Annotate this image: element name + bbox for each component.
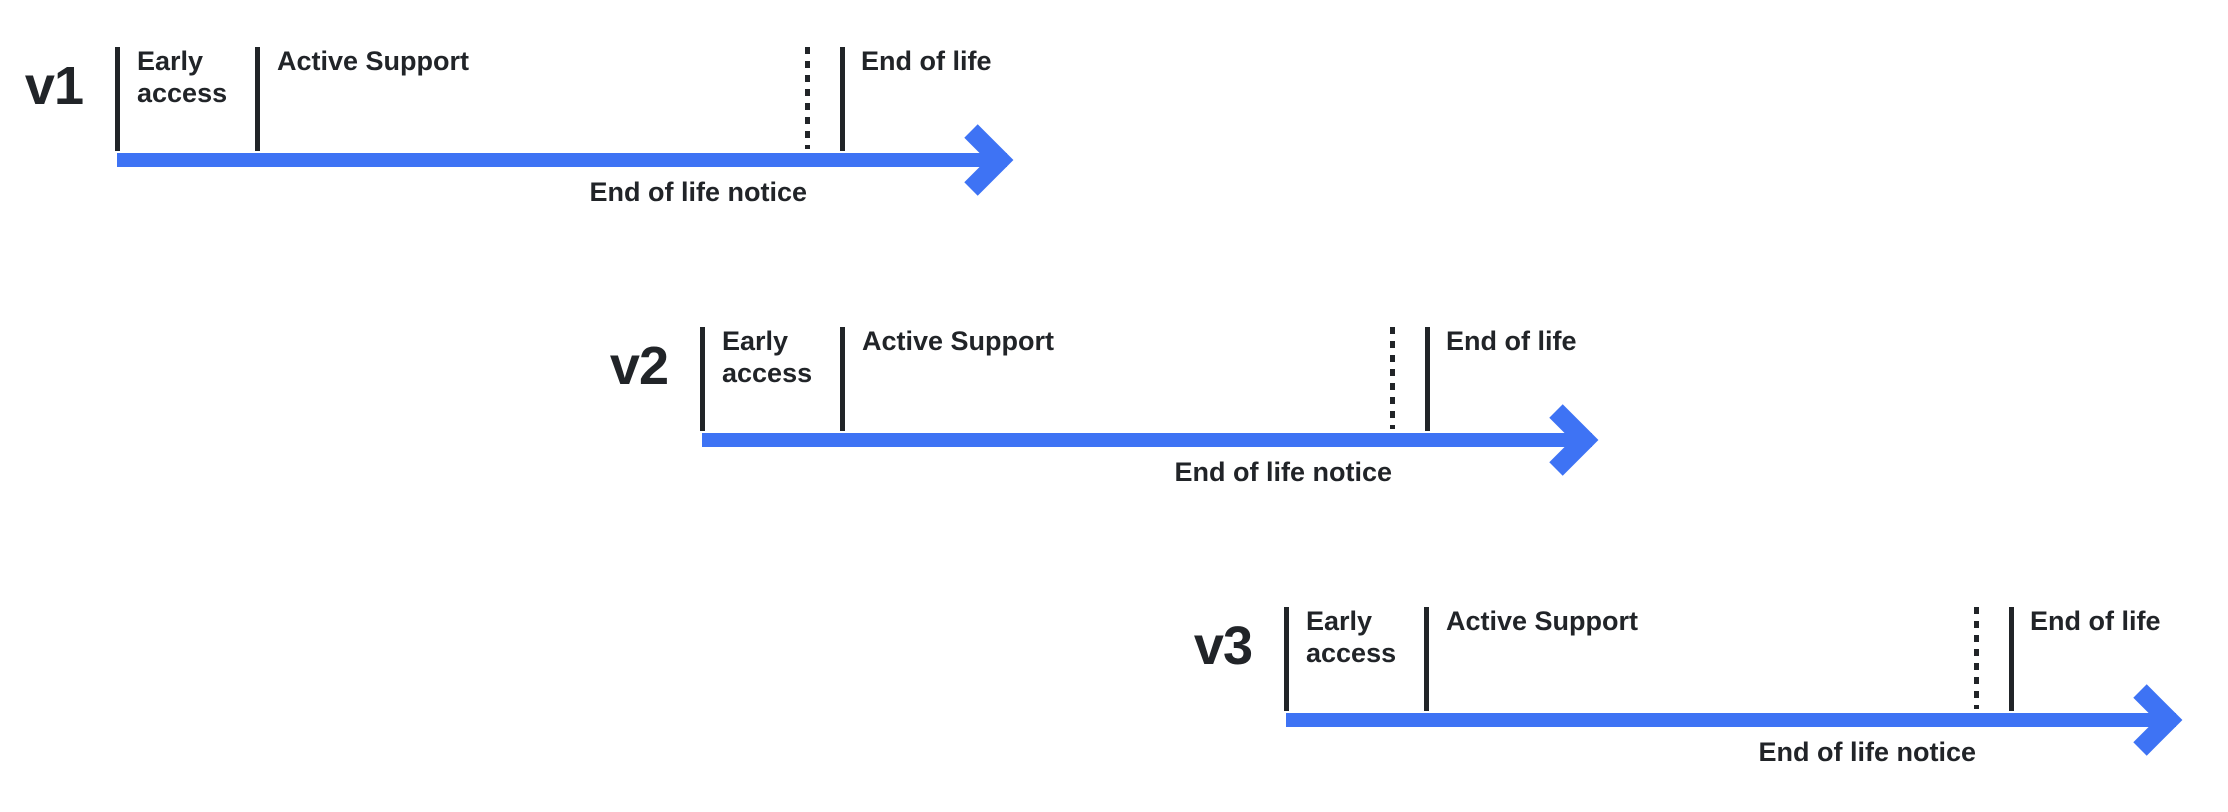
- eol-notice-dashed-tick: [805, 47, 810, 149]
- early-access-end-tick: [840, 327, 845, 431]
- eol-notice-label: End of life notice: [1174, 457, 1392, 487]
- end-of-life-tick: [1425, 327, 1430, 431]
- arrow-shaft: [1286, 713, 2176, 727]
- eol-notice-label: End of life notice: [1758, 737, 1976, 767]
- version-label: v2: [609, 336, 669, 396]
- timeline-arrow: [702, 404, 1599, 476]
- release-tick: [1284, 607, 1289, 711]
- early-access-end-tick: [1424, 607, 1429, 711]
- timeline-row-v3: v3 Early access Active Support End of li…: [1194, 606, 2198, 812]
- end-of-life-label: End of life: [1446, 326, 1577, 356]
- eol-notice-dashed-tick: [1390, 327, 1395, 429]
- release-tick: [700, 327, 705, 431]
- active-support-label: Active Support: [277, 46, 470, 76]
- arrow-shaft: [117, 153, 1007, 167]
- version-label: v1: [24, 56, 84, 116]
- active-support-label: Active Support: [862, 326, 1055, 356]
- end-of-life-label: End of life: [2030, 606, 2161, 636]
- arrow-head-icon: [1549, 404, 1599, 476]
- timeline-arrow: [1286, 684, 2183, 756]
- eol-notice-label: End of life notice: [589, 177, 807, 207]
- early-access-label: Early access: [137, 46, 228, 108]
- timeline-row-v1: v1 Early access Active Support End of li…: [25, 46, 1029, 259]
- arrow-head-icon: [2133, 684, 2183, 756]
- end-of-life-label: End of life: [861, 46, 992, 76]
- version-label: v3: [1193, 616, 1253, 676]
- end-of-life-tick: [2009, 607, 2014, 711]
- early-access-label: Early access: [1306, 606, 1397, 668]
- end-of-life-tick: [840, 47, 845, 151]
- release-tick: [115, 47, 120, 151]
- arrow-head-icon: [964, 124, 1014, 196]
- early-access-label: Early access: [722, 326, 813, 388]
- early-access-end-tick: [255, 47, 260, 151]
- arrow-shaft: [702, 433, 1592, 447]
- timeline-arrow: [117, 124, 1014, 196]
- eol-notice-dashed-tick: [1974, 607, 1979, 709]
- timeline-row-v2: v2 Early access Active Support End of li…: [610, 326, 1614, 539]
- active-support-label: Active Support: [1446, 606, 1639, 636]
